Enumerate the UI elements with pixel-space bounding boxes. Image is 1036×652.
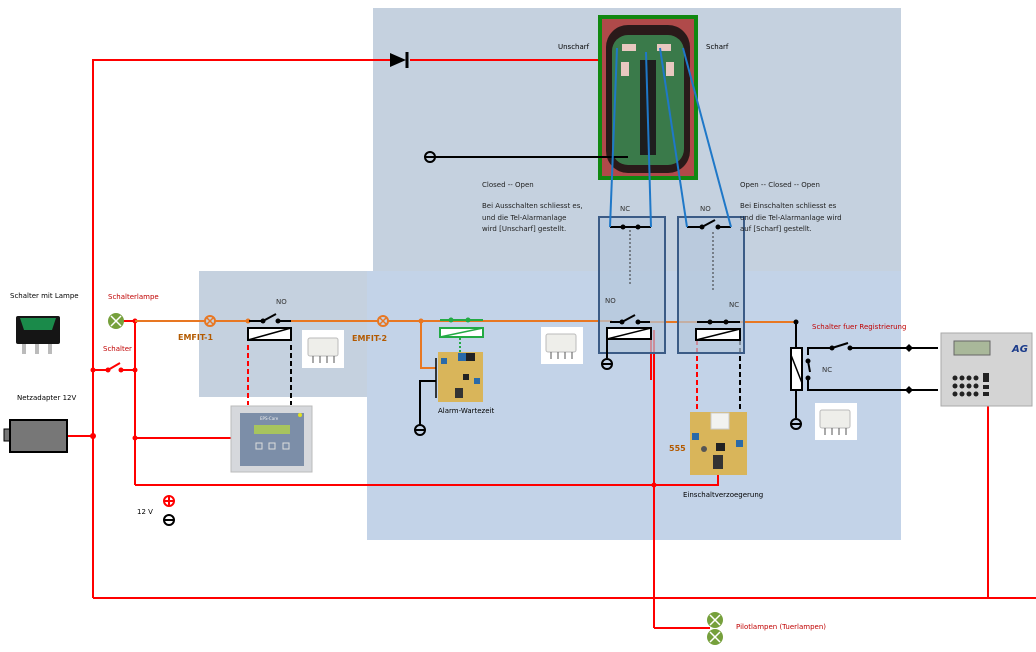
junction <box>90 433 96 439</box>
label-relay-a-bottom: NO <box>605 297 616 305</box>
registration-relay <box>790 322 938 418</box>
remote-button <box>621 62 629 76</box>
label-relay-b-top: NO <box>700 205 711 213</box>
label-left-desc-2: und die Tel-Alarmanlage <box>482 214 566 222</box>
lamp-icon <box>707 629 723 645</box>
rocker-switch-photo <box>16 316 60 354</box>
diode-icon <box>390 52 409 68</box>
alarm-wartezeit-board <box>438 352 483 402</box>
label-pilotlampen: Pilotlampen (Tuerlampen) <box>736 623 826 631</box>
remote-button <box>657 44 671 51</box>
label-netzadapter: Netzadapter 12V <box>17 394 76 402</box>
ground-terminal-icon <box>163 514 175 526</box>
junction <box>245 318 251 324</box>
relay-b-bottom-switch <box>695 319 741 341</box>
junction <box>793 319 799 325</box>
wartezeit-relay <box>439 317 484 352</box>
power-wires <box>68 59 1036 629</box>
relay-photo <box>541 327 583 364</box>
label-voltage: 12 V <box>137 508 153 516</box>
label-relay-b-bottom: NC <box>729 301 739 309</box>
junction <box>118 367 124 373</box>
ground-terminal-icon <box>414 424 426 436</box>
relay-1 <box>247 313 292 341</box>
junction <box>651 482 657 488</box>
emfit2-sensor <box>377 315 389 327</box>
relay-photo <box>302 330 344 368</box>
label-relay-a-top: NC <box>620 205 630 213</box>
ground-terminal-icon <box>790 418 802 430</box>
label-555: 555 <box>669 444 686 453</box>
label-scharf: Scharf <box>706 43 729 51</box>
label-left-desc-1: Bei Ausschalten schliesst es, <box>482 202 583 210</box>
remote-button <box>622 44 636 51</box>
label-left-state: Closed -- Open <box>482 181 534 189</box>
power-adapter <box>3 419 68 453</box>
remote-leads <box>609 47 732 228</box>
label-right-desc-3: auf [Scharf] gestellt. <box>740 225 812 233</box>
junction <box>418 318 424 324</box>
label-alarm-wartezeit: Alarm-Wartezeit <box>438 407 494 415</box>
label-right-desc-1: Bei Einschalten schliesst es <box>740 202 837 210</box>
ground-wire <box>419 380 436 425</box>
label-schalter-registrierung: Schalter fuer Registrierung <box>812 323 906 331</box>
relay-b-top-switch <box>687 219 731 290</box>
alarm-panel: AG <box>940 332 1033 407</box>
relay-a-bottom-switch <box>606 314 652 340</box>
junction <box>132 367 138 373</box>
ground-terminal-icon <box>424 151 436 163</box>
junction <box>105 367 111 373</box>
plus-terminal-icon <box>163 495 175 507</box>
label-schalter-mit-lampe: Schalter mit Lampe <box>10 292 79 300</box>
label-emfit2: EMFIT-2 <box>352 334 387 343</box>
signal-wires <box>135 320 796 369</box>
junction <box>132 435 138 441</box>
ground-terminal-icon <box>601 358 613 370</box>
label-left-desc-3: wird [Unscharf] gestellt. <box>482 225 566 233</box>
lamp-icon <box>707 612 723 628</box>
relay-photo <box>815 403 857 440</box>
eps-care-title: EPS-Care <box>260 416 279 421</box>
label-relay1-no: NO <box>276 298 287 306</box>
junction <box>90 367 96 373</box>
remote-button <box>666 62 674 76</box>
einschaltverzoegerung-board <box>690 412 747 475</box>
label-schalterlampe: Schalterlampe <box>108 293 159 301</box>
label-unscharf: Unscharf <box>558 43 590 51</box>
label-right-desc-2: und die Tel-Alarmanlage wird <box>740 214 842 222</box>
label-einschaltverzoegerung: Einschaltverzoegerung <box>683 491 763 499</box>
label-emfit1: EMFIT-1 <box>178 333 213 342</box>
emfit1-sensor <box>204 315 216 327</box>
label-right-state: Open -- Closed -- Open <box>740 181 820 189</box>
lamp-icon <box>108 313 124 329</box>
label-schalter: Schalter <box>103 345 132 353</box>
relay-a-top-switch <box>610 224 651 285</box>
agfeo-logo: AG <box>1011 344 1028 355</box>
eps-care-device: EPS-Care <box>230 405 313 473</box>
label-registration-nc: NC <box>822 366 832 374</box>
